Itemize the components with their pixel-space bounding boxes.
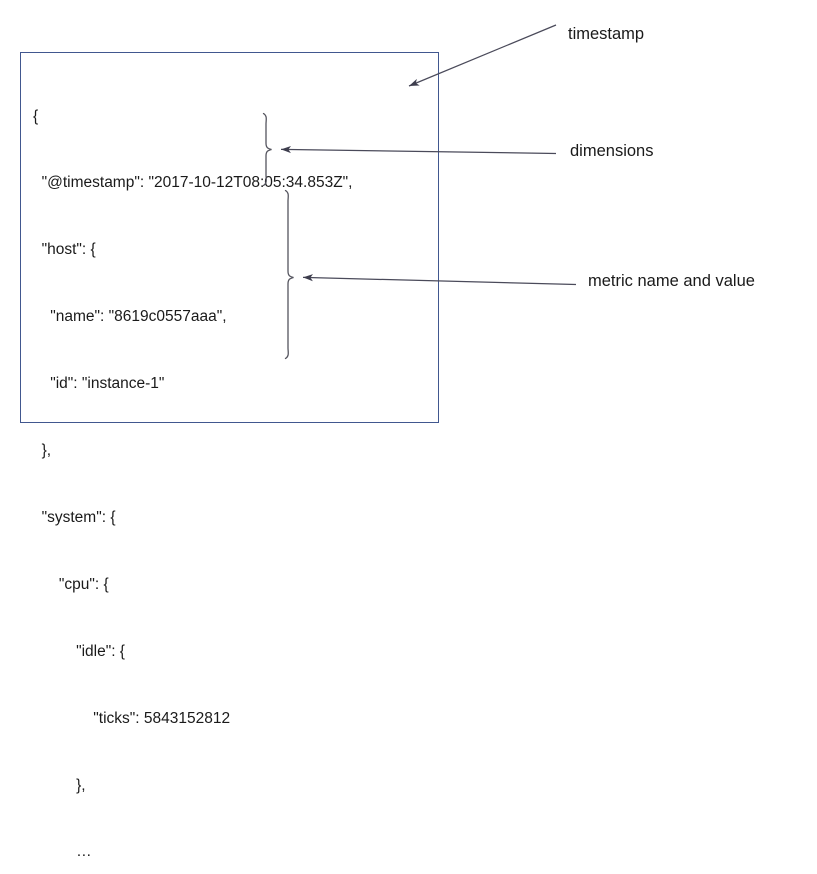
- annotation-label-metric: metric name and value: [588, 272, 755, 290]
- json-line-idle-close: },: [33, 776, 86, 794]
- json-line-system-open: "system": {: [33, 508, 116, 526]
- json-line-ellipsis: …: [33, 843, 92, 861]
- json-line-cpu-open: "cpu": {: [33, 575, 109, 593]
- json-line-host-close: },: [33, 442, 52, 460]
- annotation-label-dimensions: dimensions: [570, 142, 654, 160]
- json-line-timestamp: "@timestamp": "2017-10-12T08:05:34.853Z"…: [33, 174, 353, 192]
- json-line-host-name: "name": "8619c0557aaa",: [33, 308, 227, 326]
- json-line-host-id: "id": "instance-1": [33, 375, 165, 393]
- annotation-label-timestamp: timestamp: [568, 25, 645, 43]
- json-line: {: [33, 107, 39, 125]
- json-document-code: { "@timestamp": "2017-10-12T08:05:34.853…: [33, 61, 353, 874]
- json-line-host-open: "host": {: [33, 241, 96, 259]
- json-line-ticks: "ticks": 5843152812: [33, 709, 231, 727]
- json-line-idle-open: "idle": {: [33, 642, 125, 660]
- json-document-box: { "@timestamp": "2017-10-12T08:05:34.853…: [20, 52, 439, 860]
